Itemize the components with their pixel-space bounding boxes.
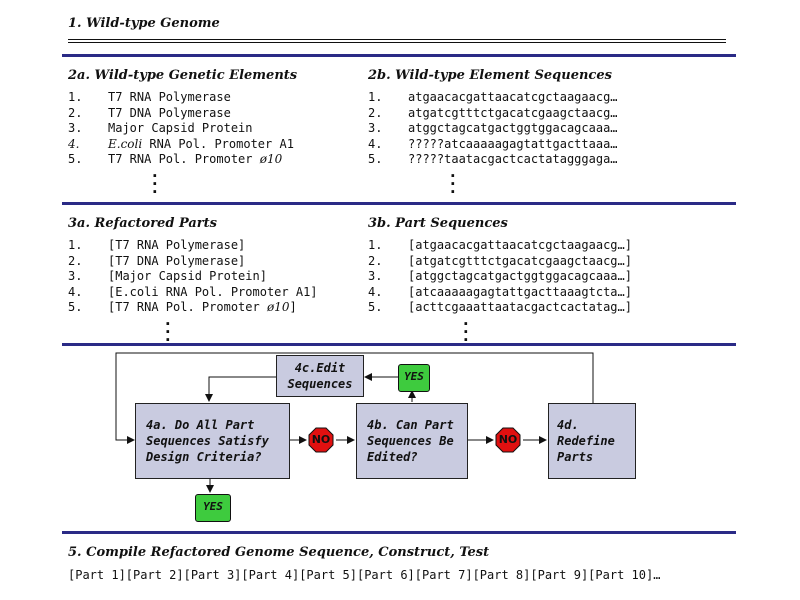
list-item: 3.Major Capsid Protein	[68, 121, 253, 136]
list-item: 3.atggctagcatgactggtggacagcaaa…	[368, 121, 618, 136]
list-item: 2.T7 DNA Polymerase	[68, 105, 231, 120]
stop-sign-icon: NO	[308, 427, 334, 453]
list-item: 4.E.coli RNA Pol. Promoter A1	[68, 136, 294, 151]
box-4c-edit-sequences: 4c.Edit Sequences	[276, 355, 364, 397]
edit-to-4a-arrow	[205, 376, 276, 402]
list-item: 4.?????atcaaaaagagtattgacttaaa…	[368, 136, 618, 151]
box-4a-design-criteria: 4a. Do All Part Sequences Satisfy Design…	[135, 403, 290, 479]
wildtype-elements-list: 1.T7 RNA Polymerase 2.T7 DNA Polymerase …	[68, 90, 294, 168]
yes-badge: YES	[195, 494, 231, 522]
no-label: NO	[311, 433, 331, 446]
list-item: 2.atgatcgtttctgacatcgaagctaacg…	[368, 105, 618, 120]
list-item: 5.?????taatacgactcactatagggaga…	[368, 152, 618, 167]
divider-blue	[62, 54, 736, 57]
ellipsis-vertical: ···	[461, 314, 471, 349]
divider-blue	[62, 343, 736, 346]
divider-blue	[62, 202, 736, 205]
list-item: 1.atgaacacgattaacatcgctaagaacg…	[368, 90, 618, 104]
section-3a-title: 3a. Refactored Parts	[68, 216, 217, 231]
wildtype-sequences-list: 1.atgaacacgattaacatcgctaagaacg… 2.atgatc…	[368, 90, 618, 168]
box-4b-can-edit: 4b. Can Part Sequences Be Edited?	[356, 403, 468, 479]
list-item: 2.[atgatcgtttctgacatcgaagctaacg…]	[368, 253, 632, 268]
ellipsis-vertical: ···	[448, 166, 458, 201]
section-5-title: 5. Compile Refactored Genome Sequence, C…	[68, 545, 490, 560]
no-label: NO	[498, 433, 518, 446]
box-4d-redefine-parts: 4d. Redefine Parts	[548, 403, 636, 479]
divider-blue	[62, 531, 736, 534]
part-sequences-list: 1.[atgaacacgattaacatcgctaagaacg…] 2.[atg…	[368, 238, 632, 316]
section-1-title: 1. Wild-type Genome	[68, 16, 220, 31]
refactored-parts-list: 1.[T7 RNA Polymerase] 2.[T7 DNA Polymera…	[68, 238, 318, 316]
section-2b-title: 2b. Wild-type Element Sequences	[368, 68, 612, 83]
list-item: 5.[T7 RNA Pol. Promoter ø10]	[68, 300, 297, 315]
section-3b-title: 3b. Part Sequences	[368, 216, 508, 231]
section-2a-title: 2a. Wild-type Genetic Elements	[68, 68, 298, 83]
ellipsis-vertical: ···	[163, 314, 173, 349]
divider-thin	[68, 42, 726, 43]
divider-thin	[68, 39, 726, 40]
list-item: 1.[atgaacacgattaacatcgctaagaacg…]	[368, 238, 632, 252]
list-item: 3.[Major Capsid Protein]	[68, 269, 267, 284]
yes-badge: YES	[398, 364, 430, 392]
list-item: 3.[atggctagcatgactggtggacagcaaa…]	[368, 269, 632, 284]
list-item: 5.[acttcgaaattaatacgactcactatag…]	[368, 300, 632, 315]
parts-concatenation: [Part 1][Part 2][Part 3][Part 4][Part 5]…	[68, 568, 661, 582]
list-item: 4.[E.coli RNA Pol. Promoter A1]	[68, 284, 318, 299]
ellipsis-vertical: ···	[150, 166, 160, 201]
stop-sign-icon: NO	[495, 427, 521, 453]
list-item: 1.[T7 RNA Polymerase]	[68, 238, 246, 252]
list-item: 5.T7 RNA Pol. Promoter ø10	[68, 152, 283, 167]
list-item: 2.[T7 DNA Polymerase]	[68, 253, 246, 268]
list-item: 4.[atcaaaaagagtattgacttaaagtcta…]	[368, 284, 632, 299]
list-item: 1.T7 RNA Polymerase	[68, 90, 231, 104]
